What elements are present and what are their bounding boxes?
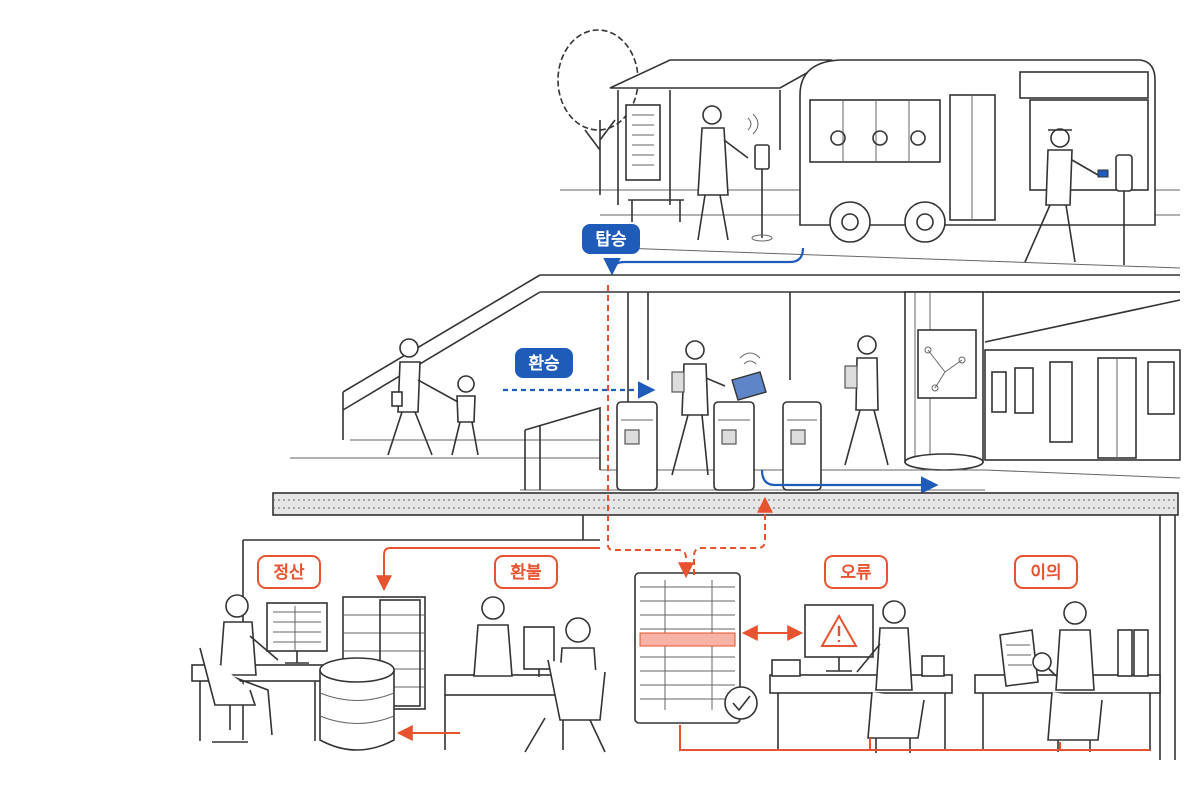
error-workstation xyxy=(769,600,953,753)
wifi-icon xyxy=(739,352,761,365)
ledger-highlighted-row xyxy=(639,632,736,647)
check-circle-icon xyxy=(724,686,758,720)
objection-label: 이의 xyxy=(1014,555,1078,589)
svg-text:이의: 이의 xyxy=(1030,563,1061,583)
warning-triangle-icon xyxy=(820,613,858,647)
fare-gate-2 xyxy=(713,352,767,491)
platform-flow-arrow xyxy=(760,469,939,494)
svg-text:정산: 정산 xyxy=(273,563,305,583)
fare-gate-3 xyxy=(782,401,822,491)
transaction-ledger xyxy=(634,572,758,724)
passenger-at-fare-gate xyxy=(671,340,726,476)
boarding-flow-arrow xyxy=(603,247,805,276)
magnifying-glass-icon xyxy=(1032,652,1057,677)
back-office-scene xyxy=(191,515,1176,760)
parent-and-child-walking xyxy=(387,338,479,456)
objection-workstation xyxy=(974,601,1161,752)
refund-counter xyxy=(444,596,606,753)
route-map-sign xyxy=(917,329,977,399)
transfer-label: 환승 xyxy=(515,348,573,378)
refund-label: 환불 xyxy=(494,555,558,589)
fare-gate-1 xyxy=(616,401,658,491)
bus xyxy=(799,59,1156,243)
svg-text:환불: 환불 xyxy=(510,563,542,583)
settlement-label: 정산 xyxy=(257,555,321,589)
bus-shelter xyxy=(609,59,834,222)
subway-concourse-scene xyxy=(290,274,1181,491)
svg-text:환승: 환승 xyxy=(528,354,560,374)
elderly-passenger-boarding xyxy=(1024,128,1133,265)
svg-text:오류: 오류 xyxy=(840,563,872,583)
boarding-label: 탑승 xyxy=(582,224,640,254)
bus-stop-scene xyxy=(557,29,1181,269)
subway-train xyxy=(984,291,1181,479)
settlement-workstation xyxy=(191,594,328,743)
passenger-tapping-card xyxy=(697,105,773,242)
database-icon xyxy=(319,657,395,751)
wifi-icon xyxy=(747,113,759,135)
backoffice-flows xyxy=(376,285,1150,751)
svg-text:탑승: 탑승 xyxy=(595,229,627,250)
passenger-walking-to-platform xyxy=(844,335,889,466)
floor-slab xyxy=(272,492,1179,516)
error-label: 오류 xyxy=(824,555,888,589)
